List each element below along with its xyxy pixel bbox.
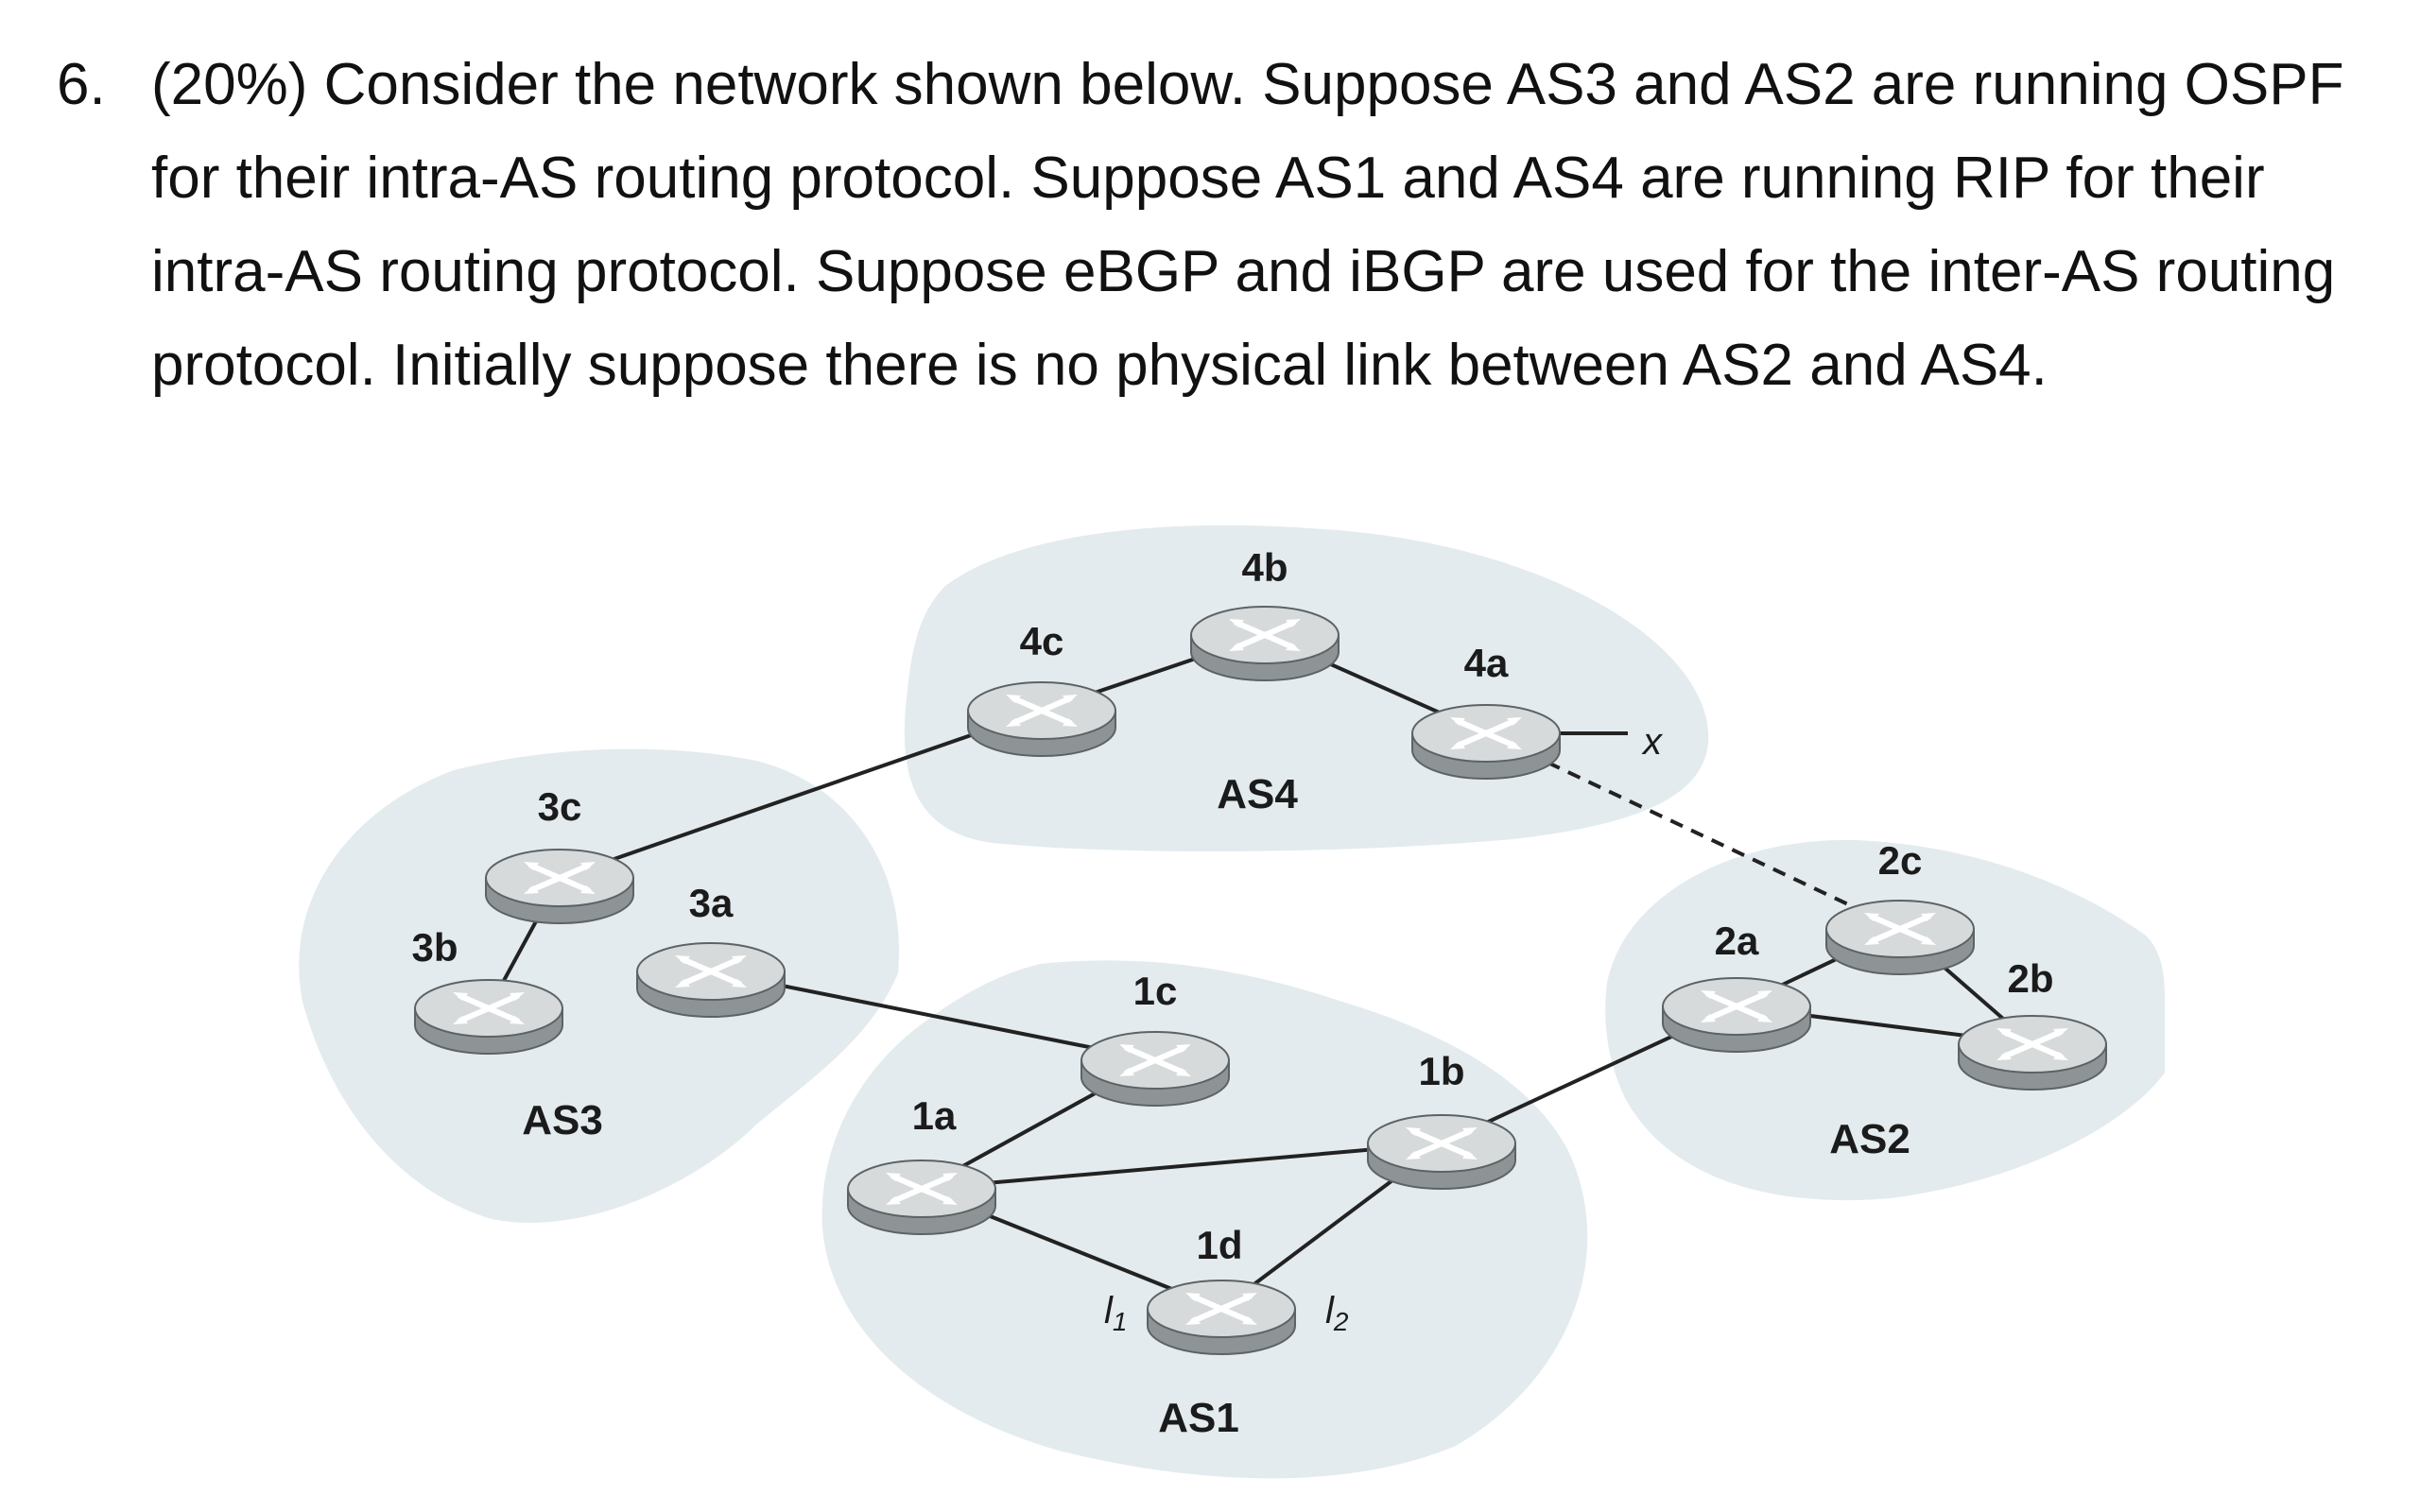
as1-label: AS1 — [1158, 1395, 1239, 1441]
question: 6. (20%) Consider the network shown belo… — [57, 38, 2382, 412]
router-label-2b: 2b — [2007, 956, 2053, 1001]
router-label-4a: 4a — [1464, 641, 1509, 685]
as3-label: AS3 — [522, 1097, 603, 1143]
as2-label: AS2 — [1829, 1116, 1910, 1162]
router-1d-icon — [1147, 1280, 1296, 1355]
router-1a-icon — [847, 1160, 996, 1235]
router-label-1c: 1c — [1133, 969, 1178, 1013]
router-2a-icon — [1662, 977, 1811, 1053]
router-label-3c: 3c — [538, 784, 582, 829]
router-label-1d: 1d — [1196, 1223, 1242, 1267]
link-4a-2c — [1485, 731, 1901, 931]
router-label-1b: 1b — [1418, 1049, 1464, 1093]
router-label-4b: 4b — [1241, 545, 1288, 590]
as2-region — [1605, 839, 2165, 1201]
as1-region — [821, 960, 1588, 1479]
x-label: x — [1641, 721, 1664, 763]
router-1c-icon — [1080, 1031, 1230, 1107]
question-number: 6. — [57, 52, 106, 117]
question-text: (20%) Consider the network shown below. … — [151, 52, 2344, 398]
routers — [414, 606, 2107, 1355]
router-label-2a: 2a — [1715, 919, 1759, 963]
interface-label-l2: l2 — [1325, 1290, 1349, 1336]
router-label-2c: 2c — [1878, 838, 1923, 883]
router-label-1a: 1a — [912, 1093, 957, 1138]
router-4b-icon — [1190, 606, 1340, 681]
router-3c-icon — [485, 849, 634, 924]
router-4a-icon — [1411, 704, 1561, 780]
router-2c-icon — [1825, 900, 1975, 975]
router-label-3b: 3b — [411, 925, 458, 970]
router-label-3a: 3a — [689, 881, 734, 925]
router-1b-icon — [1367, 1114, 1516, 1190]
link-3c-4c — [559, 709, 1043, 880]
as4-label: AS4 — [1217, 771, 1298, 817]
router-label-4c: 4c — [1020, 619, 1064, 663]
router-4c-icon — [967, 681, 1116, 757]
router-3a-icon — [636, 942, 786, 1018]
as3-region — [299, 748, 900, 1223]
link-1a-1b — [921, 1142, 1443, 1191]
router-2b-icon — [1958, 1015, 2107, 1091]
router-3b-icon — [414, 979, 563, 1055]
interface-label-l1: l1 — [1104, 1290, 1127, 1336]
